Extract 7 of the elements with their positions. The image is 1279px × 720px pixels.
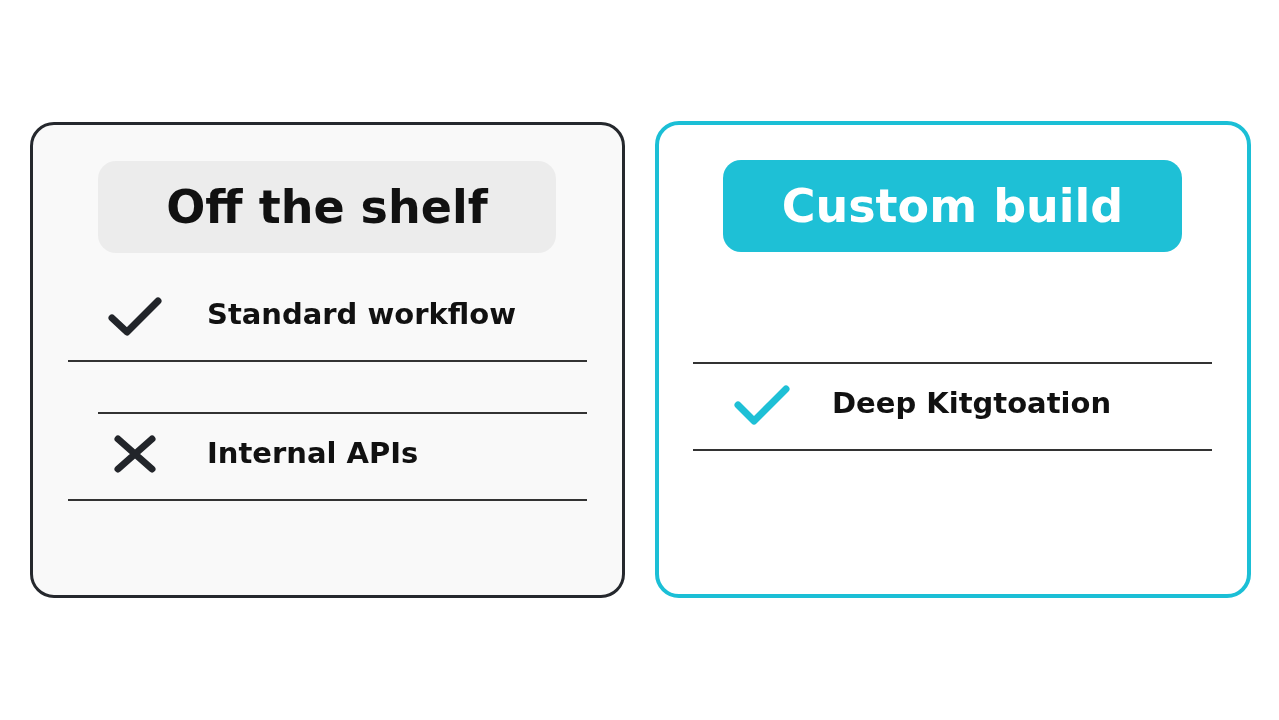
feature-text: Internal APIs xyxy=(207,435,419,471)
option-card xyxy=(30,122,625,598)
heading-pill: Off the shelf xyxy=(98,161,556,253)
option-card xyxy=(655,121,1251,598)
feature-text: Deep Kitgtoation xyxy=(832,385,1112,421)
feature-text: Standard workflow xyxy=(207,296,516,332)
heading-pill: Custom build xyxy=(723,160,1182,252)
